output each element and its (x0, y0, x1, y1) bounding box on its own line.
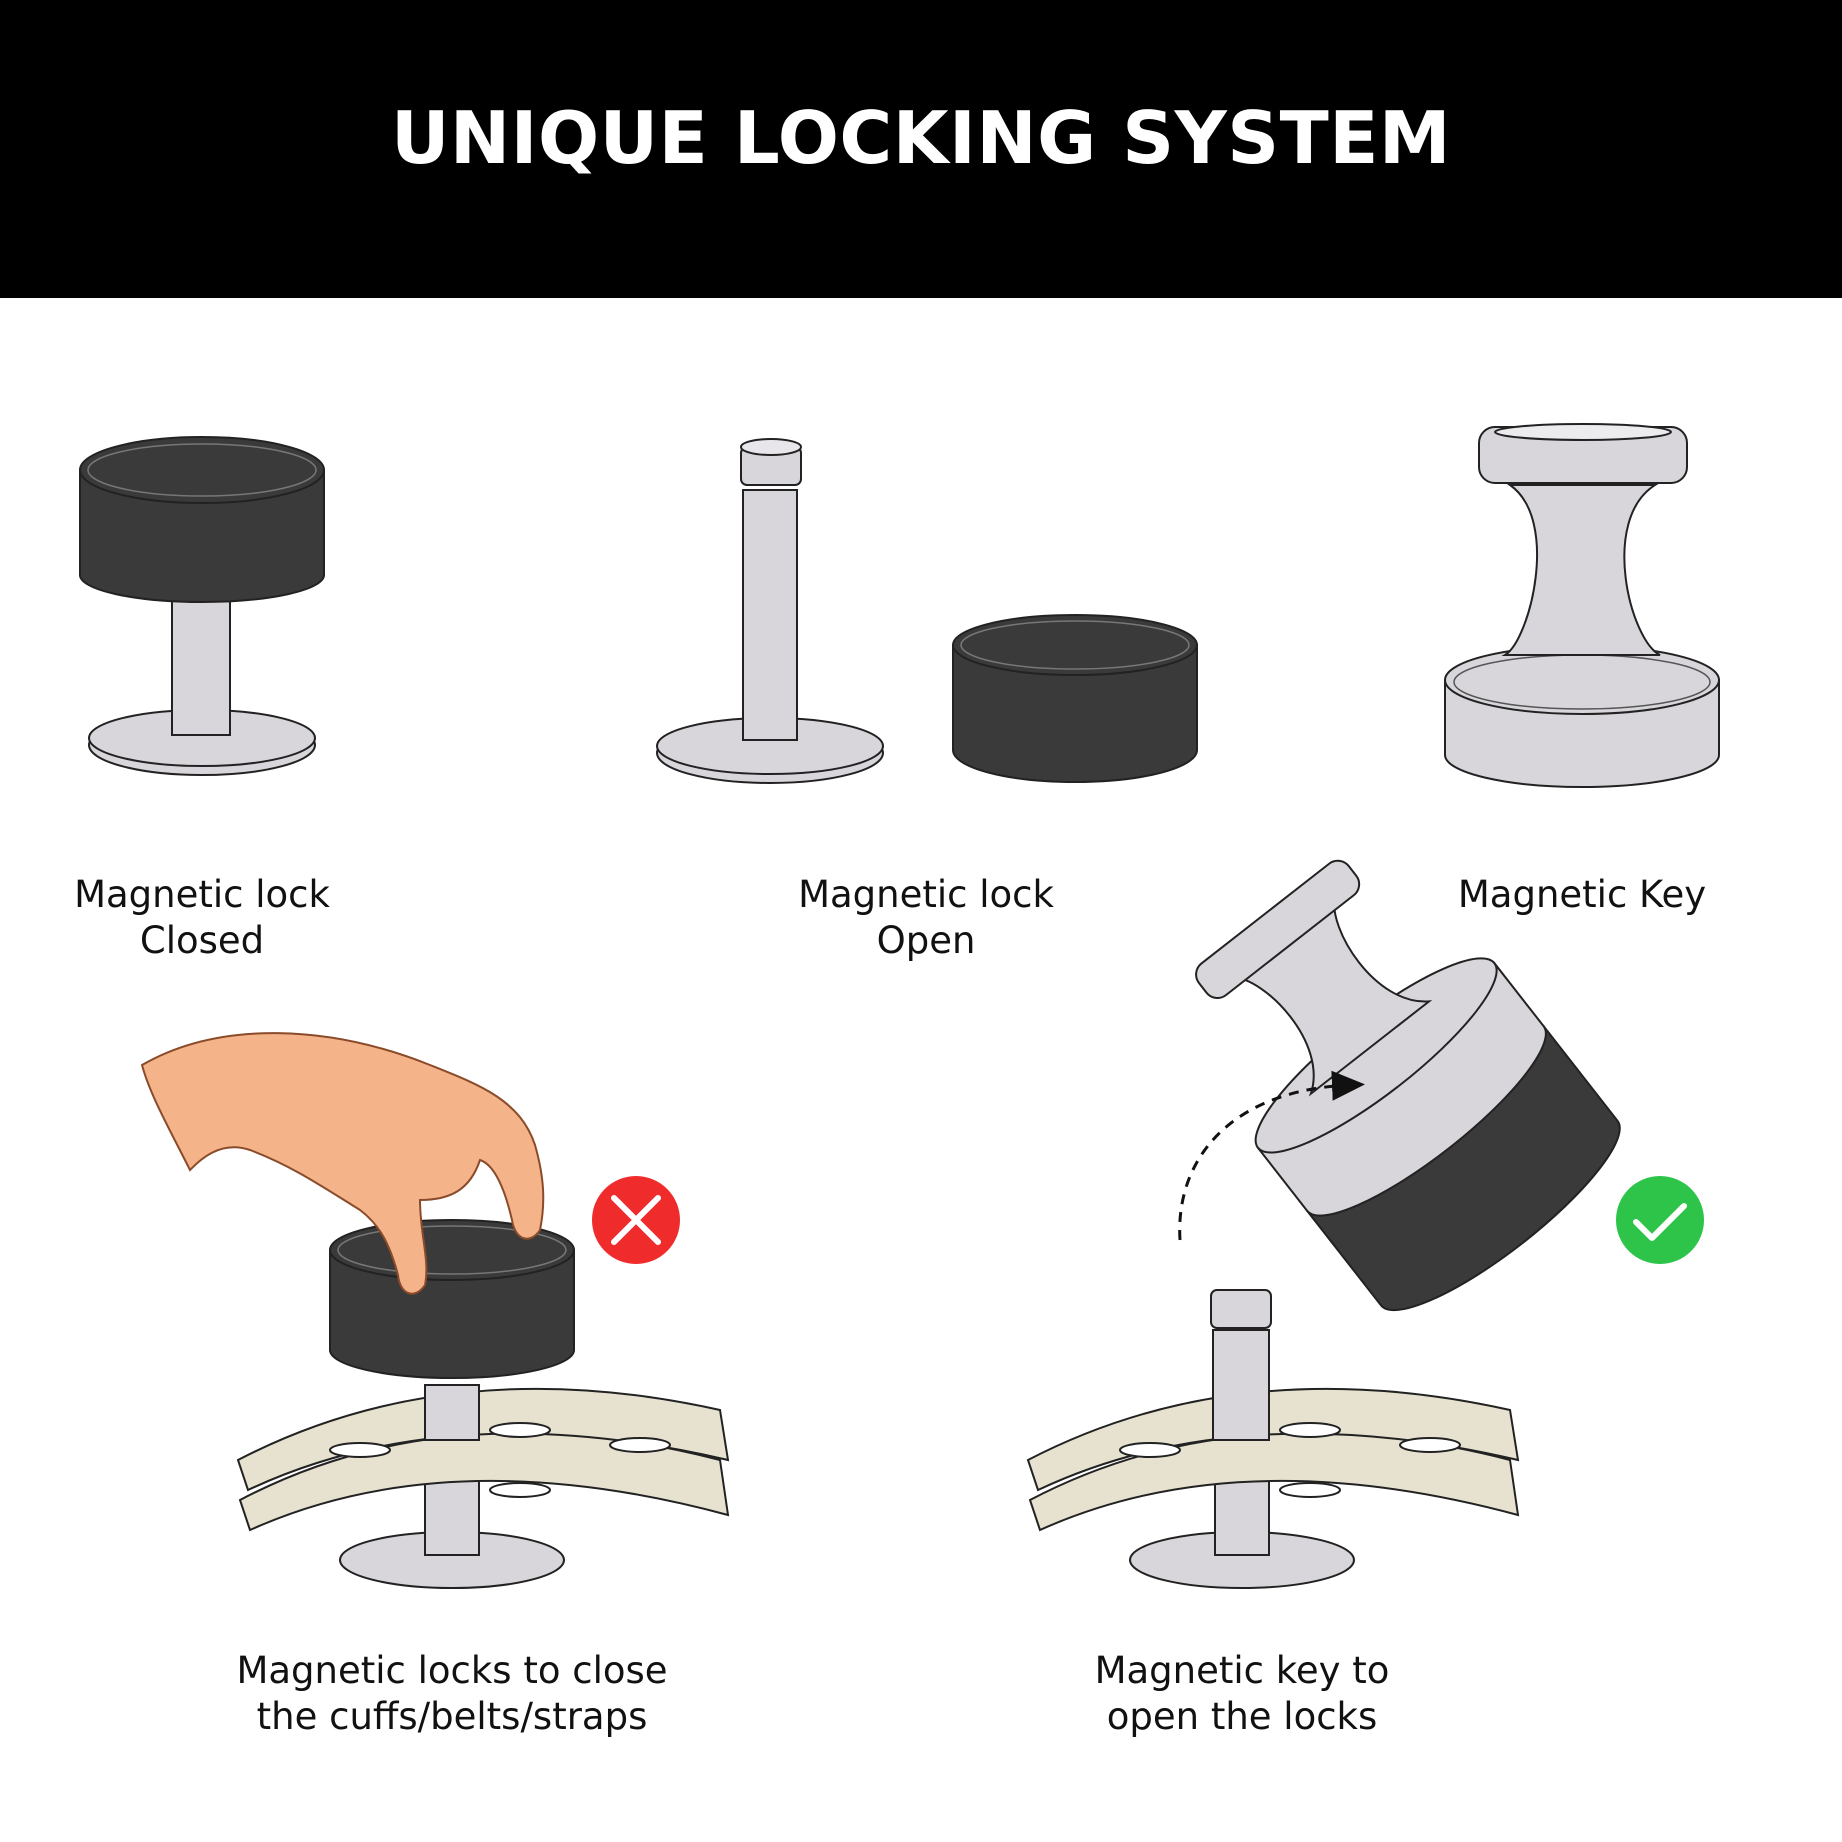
caption-magnetic-key: Magnetic Key (1458, 872, 1706, 918)
magnetic-lock-open-illustration (656, 438, 1198, 784)
magnetic-key-illustration (1444, 423, 1720, 788)
check-icon (1616, 1176, 1704, 1264)
rotation-arrow (1178, 1070, 1365, 1241)
x-icon (592, 1176, 680, 1264)
caption-line: open the locks (1106, 1695, 1378, 1738)
caption-line: Open (876, 919, 976, 962)
page-title: UNIQUE LOCKING SYSTEM (390, 96, 1452, 180)
magnetic-lock-closed-illustration (79, 436, 325, 776)
caption-lock-on-straps: Magnetic locks to close the cuffs/belts/… (236, 1648, 667, 1740)
lock-on-straps-illustration (140, 1032, 730, 1589)
caption-line: Magnetic lock (798, 873, 1054, 916)
caption-line: Magnetic Key (1457, 873, 1707, 916)
hand-icon (140, 1032, 545, 1295)
caption-line: Magnetic lock (74, 873, 330, 916)
caption-line: the cuffs/belts/straps (256, 1695, 648, 1738)
header-banner: UNIQUE LOCKING SYSTEM (0, 0, 1842, 298)
caption-line: Magnetic locks to close (236, 1649, 668, 1692)
caption-key-opening: Magnetic key to open the locks (1095, 1648, 1390, 1740)
caption-lock-closed: Magnetic lock Closed (74, 872, 330, 964)
key-opening-lock-illustration (1026, 859, 1621, 1589)
caption-line: Closed (139, 919, 265, 962)
caption-lock-open: Magnetic lock Open (798, 872, 1054, 964)
caption-line: Magnetic key to (1094, 1649, 1390, 1692)
